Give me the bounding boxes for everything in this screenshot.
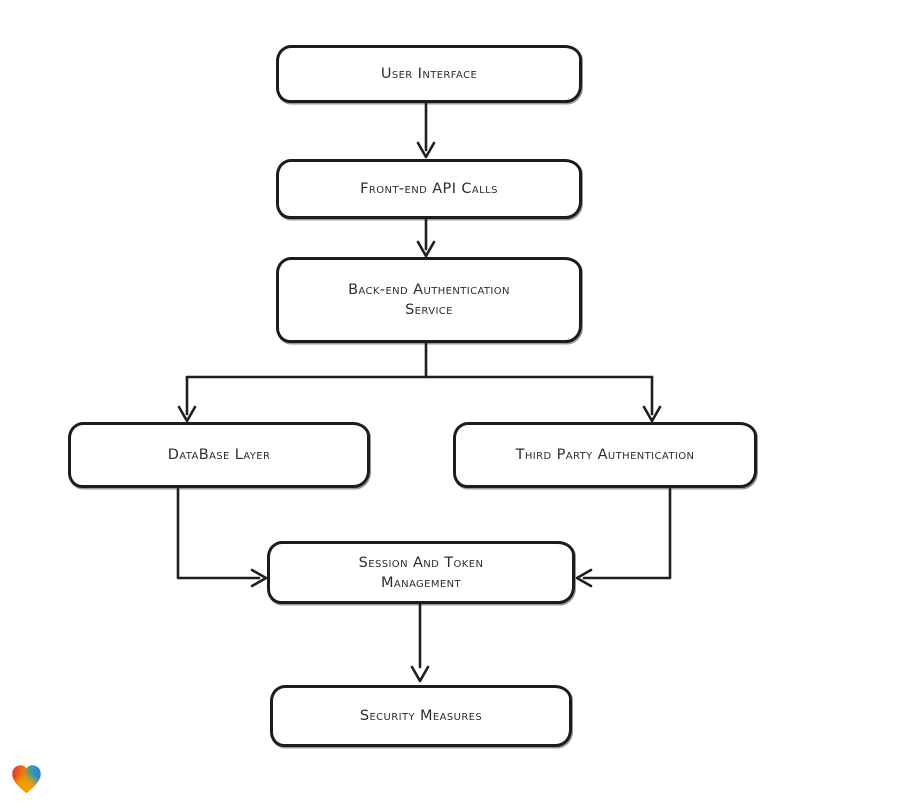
node-label: User Interface xyxy=(380,66,478,82)
node-back-end-authentication-service: Back-end Authentication Service xyxy=(276,257,582,343)
node-label: Session And Token xyxy=(358,554,484,571)
node-security-measures: Security Measures xyxy=(270,685,572,747)
node-session-and-token-management: Session And Token Management xyxy=(267,541,575,604)
node-label: Security Measures xyxy=(359,708,483,724)
arrowhead-down-icon xyxy=(410,665,430,683)
arrowhead-down-icon xyxy=(177,405,197,423)
arrowhead-down-icon xyxy=(416,240,436,258)
edge-database-to-session xyxy=(176,487,261,580)
node-label: DataBase Layer xyxy=(167,447,271,463)
node-front-end-api-calls: Front-end API Calls xyxy=(276,159,582,219)
node-label: Management xyxy=(380,574,462,591)
edge-third-party-to-session xyxy=(582,487,672,580)
node-user-interface: User Interface xyxy=(276,45,582,103)
node-label: Third Party Authentication xyxy=(515,447,695,463)
node-database-layer: DataBase Layer xyxy=(68,422,370,488)
arrowhead-right-icon xyxy=(250,568,268,588)
node-third-party-authentication: Third Party Authentication xyxy=(453,422,757,488)
heart-logo-icon[interactable] xyxy=(9,762,44,797)
arrowhead-down-icon xyxy=(642,405,662,423)
node-label: Back-end Authentication xyxy=(348,282,510,298)
node-label: Service xyxy=(405,302,453,318)
arrowhead-down-icon xyxy=(416,141,436,159)
arrowhead-left-icon xyxy=(575,568,593,588)
node-label: Front-end API Calls xyxy=(360,181,498,197)
